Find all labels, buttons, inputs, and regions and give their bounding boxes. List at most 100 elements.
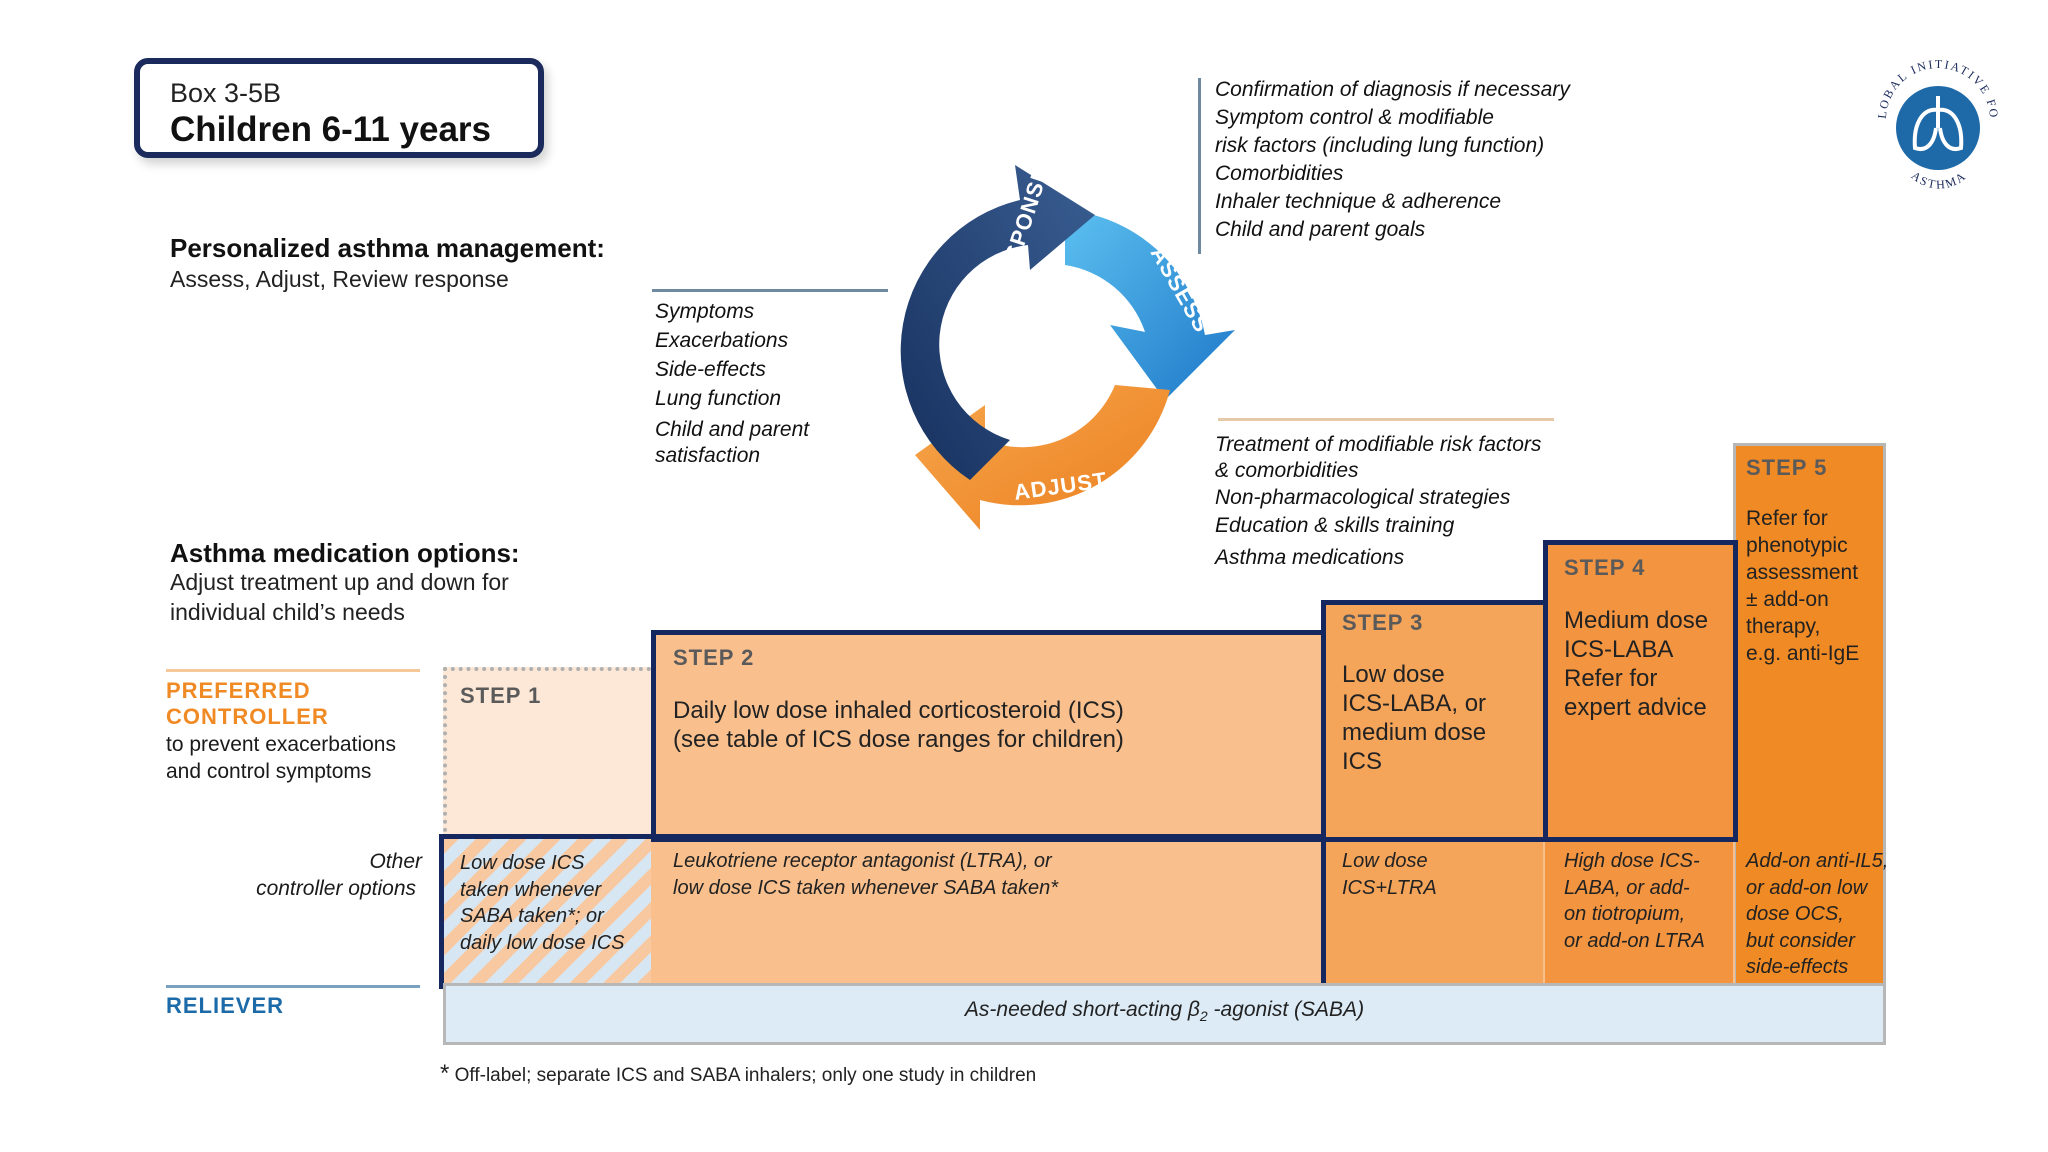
step5-other-line: side-effects bbox=[1746, 956, 1849, 978]
review-item: Child and parent bbox=[655, 418, 810, 441]
step4-box bbox=[1543, 540, 1733, 985]
step2-other-line: low dose ICS taken whenever SABA taken* bbox=[673, 876, 1059, 899]
reliever-text-end: -agonist (SABA) bbox=[1207, 998, 1365, 1021]
assess-item: Symptom control & modifiable bbox=[1215, 106, 1494, 129]
step5-preferred-text: Refer for phenotypic assessment ± add-on… bbox=[1746, 505, 1859, 667]
review-items: Symptoms Exacerbations Side-effects Lung… bbox=[655, 297, 809, 469]
step5-other-text: Add-on anti-IL5, or add-on low dose OCS,… bbox=[1746, 848, 1888, 981]
step3-box bbox=[1321, 600, 1543, 985]
step1-other-line: daily low dose ICS bbox=[460, 931, 625, 954]
step3-preferred-line: medium dose bbox=[1342, 719, 1487, 746]
other-controller-frame bbox=[439, 834, 1326, 989]
review-item: Symptoms bbox=[655, 300, 755, 323]
preferred-divider bbox=[166, 669, 420, 672]
review-label: REVIEW RESPONSE bbox=[959, 163, 1054, 390]
step3-preferred-frame bbox=[1321, 600, 1548, 842]
preferred-label-line1: PREFERRED bbox=[166, 678, 311, 703]
step3-preferred-line: ICS bbox=[1342, 748, 1383, 775]
step5-other-line: dose OCS, bbox=[1746, 903, 1844, 925]
adjust-item: Non-pharmacological strategies bbox=[1215, 486, 1511, 509]
preferred-sub1: to prevent exacerbations bbox=[166, 733, 396, 756]
step4-preferred-line: expert advice bbox=[1564, 694, 1707, 721]
step4-preferred-text: Medium dose ICS-LABA Refer for expert ad… bbox=[1564, 606, 1708, 722]
review-item: Lung function bbox=[655, 387, 782, 410]
footnote-text: Off-label; separate ICS and SABA inhaler… bbox=[449, 1065, 1037, 1086]
step1-other-box bbox=[443, 838, 651, 985]
adjust-item: Treatment of modifiable risk factors bbox=[1215, 433, 1542, 456]
other-label-line2: controller options bbox=[256, 877, 416, 900]
assess-items: Confirmation of diagnosis if necessary S… bbox=[1215, 76, 1570, 244]
step4-other-line: or add-on LTRA bbox=[1564, 929, 1705, 952]
assess-item: Comorbidities bbox=[1215, 162, 1344, 185]
step5-other-line: or add-on low bbox=[1746, 876, 1868, 899]
step5-other-line: but consider bbox=[1746, 929, 1855, 952]
step1-other-text: Low dose ICS taken whenever SABA taken*;… bbox=[460, 850, 625, 956]
reliever-text-subscript: 2 bbox=[1199, 1008, 1208, 1025]
footnote-mark: * bbox=[440, 1060, 450, 1087]
step5-title: STEP 5 bbox=[1746, 455, 1828, 480]
review-divider bbox=[652, 289, 888, 292]
adjust-divider bbox=[1218, 418, 1554, 421]
assess-item: Inhaler technique & adherence bbox=[1215, 190, 1502, 213]
title-box bbox=[134, 58, 544, 158]
step5-preferred-line: Refer for bbox=[1746, 507, 1828, 530]
adjust-item: Asthma medications bbox=[1215, 546, 1405, 569]
step2-preferred-frame bbox=[651, 630, 1326, 842]
step4-other-line: LABA, or add- bbox=[1564, 876, 1690, 899]
step2-other-text: Leukotriene receptor antagonist (LTRA), … bbox=[673, 848, 1058, 901]
step4-preferred-line: Medium dose bbox=[1564, 607, 1709, 634]
step5-other-line: Add-on anti-IL5, bbox=[1746, 850, 1889, 872]
step4-preferred-line: ICS-LABA bbox=[1564, 636, 1674, 663]
step4-other-line: High dose ICS- bbox=[1564, 850, 1700, 872]
assess-item: risk factors (including lung function) bbox=[1215, 134, 1545, 157]
step3-other-line: Low dose bbox=[1342, 850, 1428, 872]
step2-other-line: Leukotriene receptor antagonist (LTRA), … bbox=[673, 850, 1052, 872]
management-heading: Personalized asthma management: bbox=[170, 233, 605, 263]
adjust-item: & comorbidities bbox=[1215, 459, 1359, 482]
step3-preferred-line: Low dose bbox=[1342, 661, 1445, 688]
other-label-line1: Other bbox=[369, 850, 422, 873]
step1-other-line: SABA taken*; or bbox=[460, 905, 604, 927]
logo-bottom-text: ASTHMA bbox=[1909, 168, 1970, 191]
step1-title: STEP 1 bbox=[460, 683, 542, 708]
preferred-sub2: and control symptoms bbox=[166, 760, 372, 783]
step3-preferred-text: Low dose ICS-LABA, or medium dose ICS bbox=[1342, 660, 1486, 776]
assess-item: Child and parent goals bbox=[1215, 218, 1426, 241]
management-cycle-diagram: REVIEW RESPONSE ASSESS ADJUST bbox=[900, 163, 1235, 530]
other-row-separator bbox=[1543, 838, 1545, 985]
management-subtext: Assess, Adjust, Review response bbox=[170, 266, 509, 292]
reliever-bar bbox=[443, 983, 1886, 1045]
step5-preferred-line: e.g. anti-IgE bbox=[1746, 642, 1860, 665]
medication-line2: individual child’s needs bbox=[170, 599, 405, 625]
reliever-text-main: As-needed short-acting β bbox=[964, 998, 1200, 1021]
lungs-icon bbox=[1912, 96, 1964, 151]
step2-title: STEP 2 bbox=[673, 645, 755, 670]
step4-preferred-line: Refer for bbox=[1564, 665, 1658, 692]
medication-heading: Asthma medication options: bbox=[170, 538, 520, 568]
step4-title: STEP 4 bbox=[1564, 555, 1646, 580]
medication-line1: Adjust treatment up and down for bbox=[170, 569, 509, 595]
box-label: Box 3-5B bbox=[170, 78, 282, 108]
step2-preferred-line: (see table of ICS dose ranges for childr… bbox=[673, 726, 1124, 753]
step2-box bbox=[651, 630, 1321, 985]
assess-item: Confirmation of diagnosis if necessary bbox=[1215, 78, 1570, 101]
step4-preferred-frame bbox=[1543, 540, 1738, 842]
preferred-label-line2: CONTROLLER bbox=[166, 704, 329, 729]
review-item: Exacerbations bbox=[655, 329, 789, 352]
step5-preferred-line: ± add-on bbox=[1746, 588, 1829, 611]
step1-other-line: taken whenever bbox=[460, 878, 602, 901]
other-row-separator bbox=[1733, 838, 1735, 985]
step3-title: STEP 3 bbox=[1342, 610, 1424, 635]
reliever-label: RELIEVER bbox=[166, 993, 285, 1018]
adjust-arrow bbox=[915, 385, 1170, 530]
assess-divider bbox=[1198, 78, 1201, 254]
footnote: * Off-label; separate ICS and SABA inhal… bbox=[440, 1060, 1036, 1088]
adjust-item: Education & skills training bbox=[1215, 514, 1455, 537]
step5-box bbox=[1733, 443, 1886, 985]
box-title: Children 6-11 years bbox=[170, 110, 491, 149]
reliever-divider bbox=[166, 985, 420, 988]
step2-preferred-text: Daily low dose inhaled corticosteroid (I… bbox=[673, 696, 1124, 754]
review-item: satisfaction bbox=[655, 444, 761, 467]
review-item: Side-effects bbox=[655, 358, 766, 381]
step5-preferred-line: assessment bbox=[1746, 561, 1859, 584]
